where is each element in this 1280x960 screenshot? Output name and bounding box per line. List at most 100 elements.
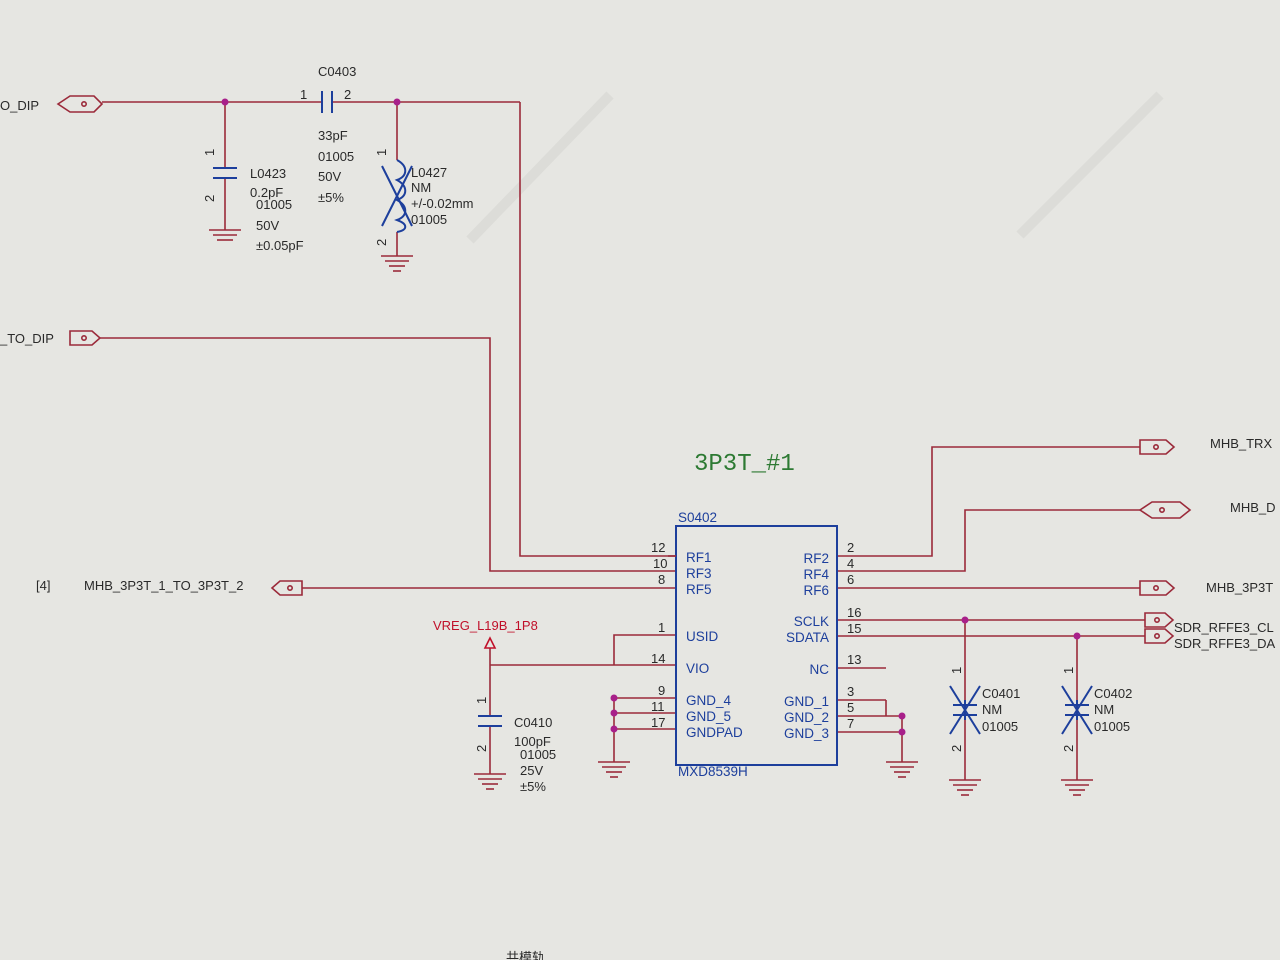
l0423-pin1: 1: [202, 149, 217, 156]
port-sclk: SDR_RFFE3_CL: [1144, 612, 1274, 635]
pin-number: 5: [847, 700, 854, 715]
port-mid-left-label: _TO_DIP: [0, 331, 54, 346]
port-right-rf2: MHB_TRX: [1139, 436, 1272, 455]
pin-name-rf3: RF3: [686, 566, 712, 581]
junctions: [221, 98, 1081, 736]
pin-number: 4: [847, 556, 854, 571]
wires: [100, 101, 1145, 780]
c0410-ref: C0410: [514, 715, 552, 730]
c0410-package: 01005: [520, 747, 556, 762]
block-title: 3P3T_#1: [694, 451, 795, 478]
ic-ref: S0402: [678, 510, 717, 525]
pin-number: 3: [847, 684, 854, 699]
c0402-value: NM: [1094, 702, 1114, 717]
l0423-pin2: 2: [202, 195, 217, 202]
l0427-tolerance: +/-0.02mm: [411, 196, 474, 211]
port-sclk-label: SDR_RFFE3_CL: [1174, 620, 1274, 635]
pin-number: 12: [651, 540, 665, 555]
pin-number: 8: [658, 572, 665, 587]
pin-number: 15: [847, 621, 861, 636]
capacitor-c0402: 1 2 C0402 NM 01005: [1061, 667, 1132, 752]
pin-number: 11: [651, 699, 665, 714]
c0402-pin2: 2: [1061, 745, 1076, 752]
port-rf5-left: [4] MHB_3P3T_1_TO_3P3T_2: [36, 578, 303, 596]
ground-symbol: [1061, 779, 1093, 796]
vreg-label: VREG_L19B_1P8: [433, 618, 538, 633]
c0403-voltage: 50V: [318, 169, 341, 184]
capacitor-l0423: L0423 1 2 0.2pF 01005 50V ±0.05pF: [202, 149, 304, 253]
pin-name-usid: USID: [686, 629, 719, 644]
ground-symbol: [886, 761, 918, 778]
l0423-ref: L0423: [250, 166, 286, 181]
c0410-pin2: 2: [474, 745, 489, 752]
pin-name-gnd1: GND_1: [784, 694, 829, 709]
c0401-package: 01005: [982, 719, 1018, 734]
l0427-pin1: 1: [374, 149, 389, 156]
ground-symbol: [474, 773, 506, 790]
port-right-rf4: MHB_D: [1138, 500, 1276, 519]
c0401-value: NM: [982, 702, 1002, 717]
rf5-ref-label: [4]: [36, 578, 50, 593]
ground-symbol: [381, 255, 413, 272]
pin-name-rf1: RF1: [686, 550, 712, 565]
pin-number: 6: [847, 572, 854, 587]
pin-name-sdata: SDATA: [786, 630, 829, 645]
pin-name-vio: VIO: [686, 661, 709, 676]
inductor-l0427: 1 2 L0427 NM +/-0.02mm 01005: [374, 149, 474, 246]
port-right-rf6: MHB_3P3T: [1139, 580, 1273, 596]
pin-name-gnd5: GND_5: [686, 709, 731, 724]
pin-number: 17: [651, 715, 665, 730]
pin-name-gndpad: GNDPAD: [686, 725, 743, 740]
l0427-value: NM: [411, 180, 431, 195]
capacitor-c0403: C0403 1 2 33pF 01005 50V ±5%: [300, 64, 356, 205]
c0410-tolerance: ±5%: [520, 779, 546, 794]
port-sdata: SDR_RFFE3_DA: [1144, 628, 1275, 651]
pin-number: 9: [658, 683, 665, 698]
pin-name-rf4: RF4: [803, 567, 829, 582]
ground-symbol: [209, 229, 241, 241]
pin-name-gnd4: GND_4: [686, 693, 732, 708]
c0403-pin1: 1: [300, 87, 307, 102]
l0423-tolerance: ±0.05pF: [256, 238, 304, 253]
pin-name-gnd2: GND_2: [784, 710, 829, 725]
pin-name-nc: NC: [810, 662, 830, 677]
pin-number: 1: [658, 620, 665, 635]
pin-number: 16: [847, 605, 861, 620]
port-sdata-label: SDR_RFFE3_DA: [1174, 636, 1275, 651]
c0401-pin2: 2: [949, 745, 964, 752]
c0403-ref: C0403: [318, 64, 356, 79]
l0423-package: 01005: [256, 197, 292, 212]
port-top-left-label: O_DIP: [0, 98, 39, 113]
watermark: [466, 91, 1164, 244]
l0427-package: 01005: [411, 212, 447, 227]
capacitor-c0401: 1 2 C0401 NM 01005: [949, 667, 1020, 752]
port-mid-left: _TO_DIP: [0, 330, 102, 346]
c0410-value: 100pF: [514, 734, 551, 749]
port-right-rf6-label: MHB_3P3T: [1206, 580, 1273, 595]
ground-symbol: [949, 779, 981, 796]
c0403-tolerance: ±5%: [318, 190, 344, 205]
ic-s0402: S0402 MXD8539H 12 10 8 1 14 9 11 17 RF1 …: [651, 510, 861, 779]
c0403-value: 33pF: [318, 128, 348, 143]
pin-number: 7: [847, 716, 854, 731]
c0403-package: 01005: [318, 149, 354, 164]
l0423-value: 0.2pF: [250, 185, 283, 200]
pin-number: 2: [847, 540, 854, 555]
ground-symbol: [598, 761, 630, 778]
pin-name-rf2: RF2: [803, 551, 829, 566]
port-right-rf4-label: MHB_D: [1230, 500, 1276, 515]
c0403-pin2: 2: [344, 87, 351, 102]
l0427-pin2: 2: [374, 239, 389, 246]
pin-number: 13: [847, 652, 861, 667]
c0402-package: 01005: [1094, 719, 1130, 734]
pin-name-rf6: RF6: [803, 583, 829, 598]
c0402-pin1: 1: [1061, 667, 1076, 674]
c0402-ref: C0402: [1094, 686, 1132, 701]
pin-name-sclk: SCLK: [794, 614, 829, 629]
bottom-text: 共模轨: [506, 950, 545, 960]
port-top-left: O_DIP: [0, 95, 104, 113]
ic-part: MXD8539H: [678, 764, 748, 779]
pin-name-rf5: RF5: [686, 582, 712, 597]
c0410-pin1: 1: [474, 697, 489, 704]
l0427-ref: L0427: [411, 165, 447, 180]
